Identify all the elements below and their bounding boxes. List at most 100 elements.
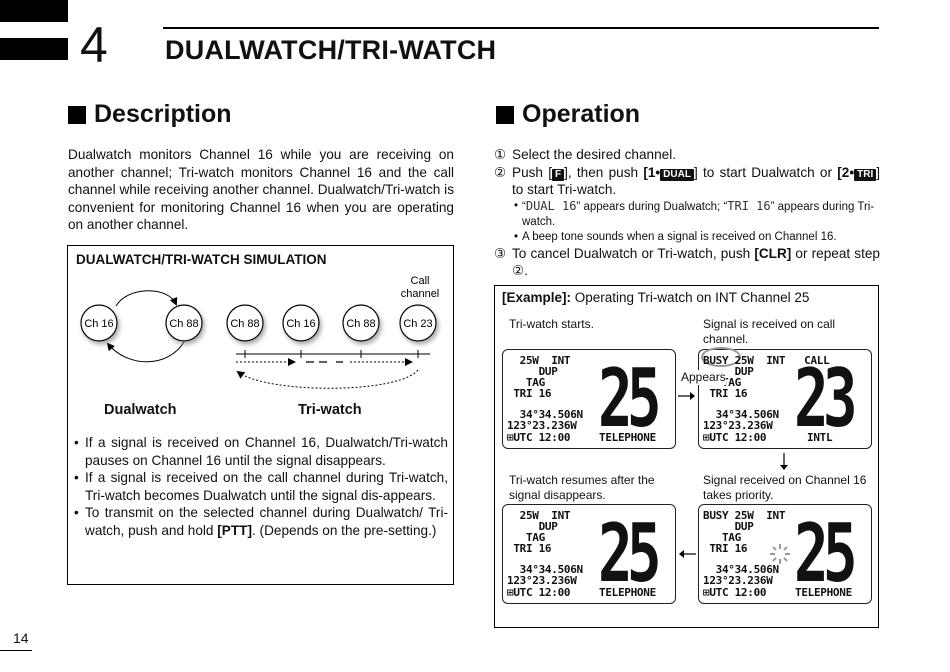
description-body: Dualwatch monitors Channel 16 while you … [68,147,454,232]
dual-key-icon: DUAL [660,168,694,181]
lcd-line: ⊞UTC 12:00 [703,586,767,599]
tri-channel-circle: Ch 88 [226,304,264,342]
square-bullet-icon [68,105,86,124]
call-label-2: channel [401,288,440,300]
example-caption: Tri-watch starts. [509,317,594,331]
description-heading-text: Description [94,100,232,128]
lcd-line: 34°34.506N [703,563,780,576]
page-number-rule [0,650,32,651]
step-text: ], then push [564,164,644,180]
lcd-line: 123°23.236W [507,419,577,432]
chapter-tab-bar-bottom [0,38,68,60]
step-text: Push [ [512,164,552,180]
lcd-display: BUSY 25W INT DUP TAG TRI 16 25 34°34.506… [698,504,872,604]
step-number: ③ [494,245,507,261]
dual-arrow-bottom [106,341,185,363]
lcd-line: TAG [703,531,741,544]
lcd-line: INTL [807,431,833,444]
note-text: ” appears during Dualwatch; “ [576,200,728,213]
chapter-title: DUALWATCH/TRI-WATCH [165,35,497,65]
tri-channel-circle: Ch 88 [342,304,380,342]
lcd-line: DUP [703,520,754,533]
tri-channel-circle: Ch 23 [399,304,437,342]
lcd-line: TRI 16 [703,387,748,400]
example-title-text: Operating Tri-watch on INT Channel 25 [571,290,810,305]
list-item: To transmit on the selected channel duri… [74,504,448,539]
lcd-channel-number: 23 [794,352,858,445]
lcd-line: 34°34.506N [703,408,780,421]
dual-ch-label: Ch 16 [84,318,113,330]
clr-key: [CLR] [754,245,792,261]
lcd-line: DUP [703,365,754,378]
step-text: Select the desired channel. [512,147,676,162]
lcd-line: DUP [507,365,558,378]
bullet-text: To transmit on the selected channel duri… [85,505,448,538]
operation-steps: ① Select the desired channel. ② Push [F]… [494,146,880,280]
simulation-title: DUALWATCH/TRI-WATCH SIMULATION [76,252,327,267]
lcd-line: BUSY 25W INT CALL [703,354,830,367]
lcd-line: 34°34.506N [507,563,584,576]
lcd-line: BUSY 25W INT [703,509,786,522]
list-item: If a signal is received on the call chan… [74,469,448,504]
simulation-diagram: Call channel Ch 16 Ch 88 Ch 88 Ch 16 Ch … [80,275,440,389]
lcd-line: ⊞UTC 12:00 [703,431,767,444]
example-box: [Example]: Operating Tri-watch on INT Ch… [494,285,879,628]
lcd-line: ⊞UTC 12:00 [507,586,571,599]
lcd-line: TAG [507,531,545,544]
tri-ch-label: Ch 88 [230,318,259,330]
lcd-line: 34°34.506N [507,408,584,421]
tri-return-arrow [236,369,419,389]
operation-heading: Operation [496,100,640,129]
key-label: [1• [643,164,661,180]
step-3: ③ To cancel Dualwatch or Tri-watch, push… [494,245,880,280]
square-bullet-icon [496,105,514,124]
blink-indicator-icon [770,544,790,564]
note-text: “ [522,200,526,213]
lcd-line: 123°23.236W [703,419,773,432]
lcd-channel-number: 25 [598,507,662,600]
step-1: ① Select the desired channel. [494,146,880,164]
lcd-line: 25W INT [507,509,571,522]
dual-arrow-top [115,290,178,307]
appears-label: Appears [681,370,726,385]
step-text: To cancel Dualwatch or Tri-watch, push [512,245,755,261]
tri-channel-circle: Ch 16 [282,304,320,342]
step-number: ① [494,147,507,162]
lcd-line: TAG [507,376,545,389]
busy-highlight-ring [701,347,741,367]
dual-channel-circle: Ch 88 [165,304,203,342]
example-caption: Signal is received on call channel. [703,317,836,346]
dualwatch-caption: Dualwatch [104,402,177,418]
lcd-line: TELEPHONE [599,431,656,444]
lcd-line: DUP [507,520,558,533]
tri-ch-label: Ch 16 [286,318,315,330]
lcd-display: BUSY 25W INT CALL DUP TAG TRI 16 23 34°3… [698,347,872,449]
note-text: ” appears during Tri-watch. [522,200,875,228]
key-label: [2• [837,164,855,180]
chapter-number: 4 [80,17,108,73]
step-2-note-2: A beep tone sounds when a signal is rece… [512,230,880,245]
step-2: ② Push [F], then push [1•DUAL] to start … [494,164,880,199]
lcd-channel-number: 25 [598,352,662,445]
step-2-note-1: “DUAL 16” appears during Dualwatch; “TRI… [512,199,880,230]
lcd-display: 25W INT DUP TAG TRI 16 25 34°34.506N 123… [502,504,676,604]
example-label: [Example]: [502,290,572,305]
simulation-bullets: If a signal is received on Channel 16, D… [74,434,448,539]
chapter-tab-bar-top [0,0,68,22]
triwatch-caption: Tri-watch [298,402,362,418]
lcd-line: 123°23.236W [703,574,773,587]
call-label-1: Call [411,275,430,287]
tri-ch-label: Ch 88 [346,318,375,330]
list-item: If a signal is received on Channel 16, D… [74,434,448,469]
example-title: [Example]: Operating Tri-watch on INT Ch… [502,290,809,305]
example-caption: Signal received on Channel 16 takes prio… [703,473,867,502]
lcd-channel-number: 25 [794,507,858,600]
lcd-line: TAG [721,376,741,389]
lcd-line: TELEPHONE [599,586,656,599]
f-key-icon: F [552,168,565,181]
lcd-text: DUAL 16 [525,198,577,213]
arrow-left-icon [679,550,696,558]
dual-ch-label: Ch 88 [169,318,198,330]
lcd-line: TRI 16 [507,542,552,555]
ptt-key: [PTT] [217,522,252,538]
